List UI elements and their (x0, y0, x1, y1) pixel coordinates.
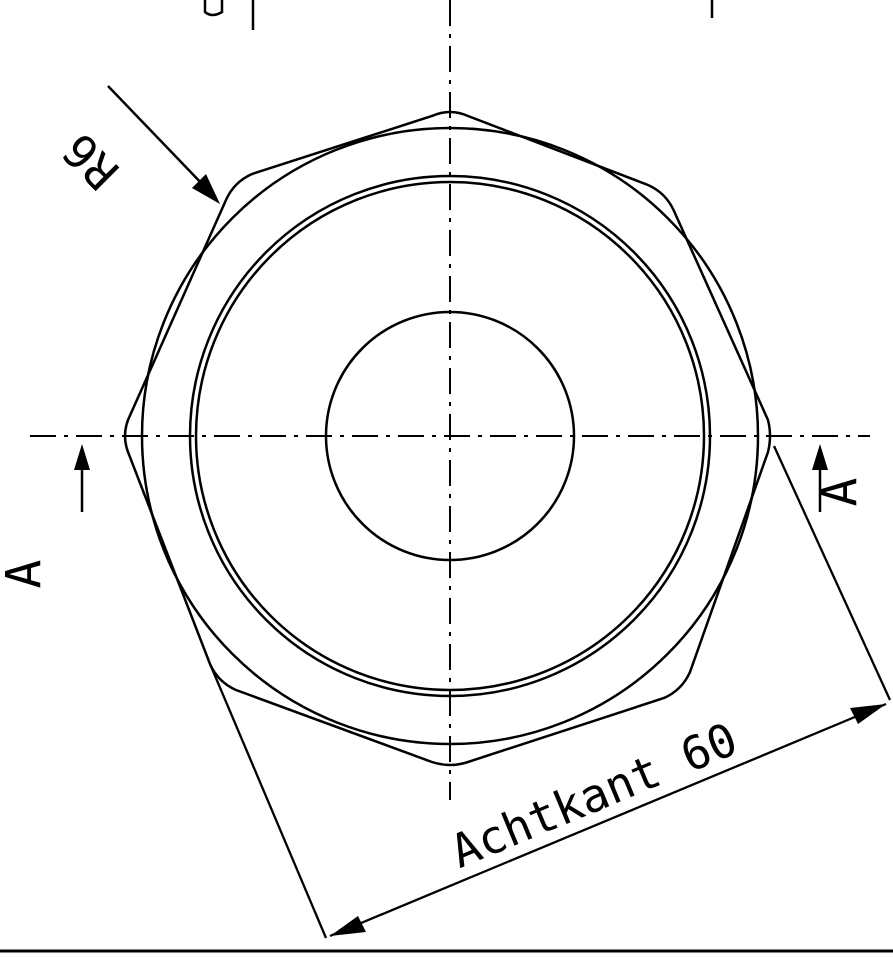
section-marker-right (812, 444, 828, 512)
chamfer-circle (140, 126, 760, 746)
extension-line-right (772, 445, 892, 701)
section-label-left: A (0, 559, 52, 588)
dimension-arrowhead-left (330, 916, 366, 936)
top-partial-marks (203, 0, 714, 30)
dimension-line (329, 702, 887, 938)
center-lines (30, 0, 870, 800)
dimension-arrowhead-right (850, 704, 886, 724)
dimension-across-flats (208, 445, 892, 939)
radius-leader (107, 85, 220, 204)
outer-thread-circle (188, 174, 712, 698)
octagon-outline (123, 110, 772, 767)
section-marker-left (74, 444, 90, 512)
extension-line-left (208, 663, 328, 939)
inner-thread-circle (194, 180, 706, 692)
radius-arrowhead (192, 174, 220, 204)
section-label-right: A (812, 477, 868, 506)
bore-circle (324, 310, 576, 562)
